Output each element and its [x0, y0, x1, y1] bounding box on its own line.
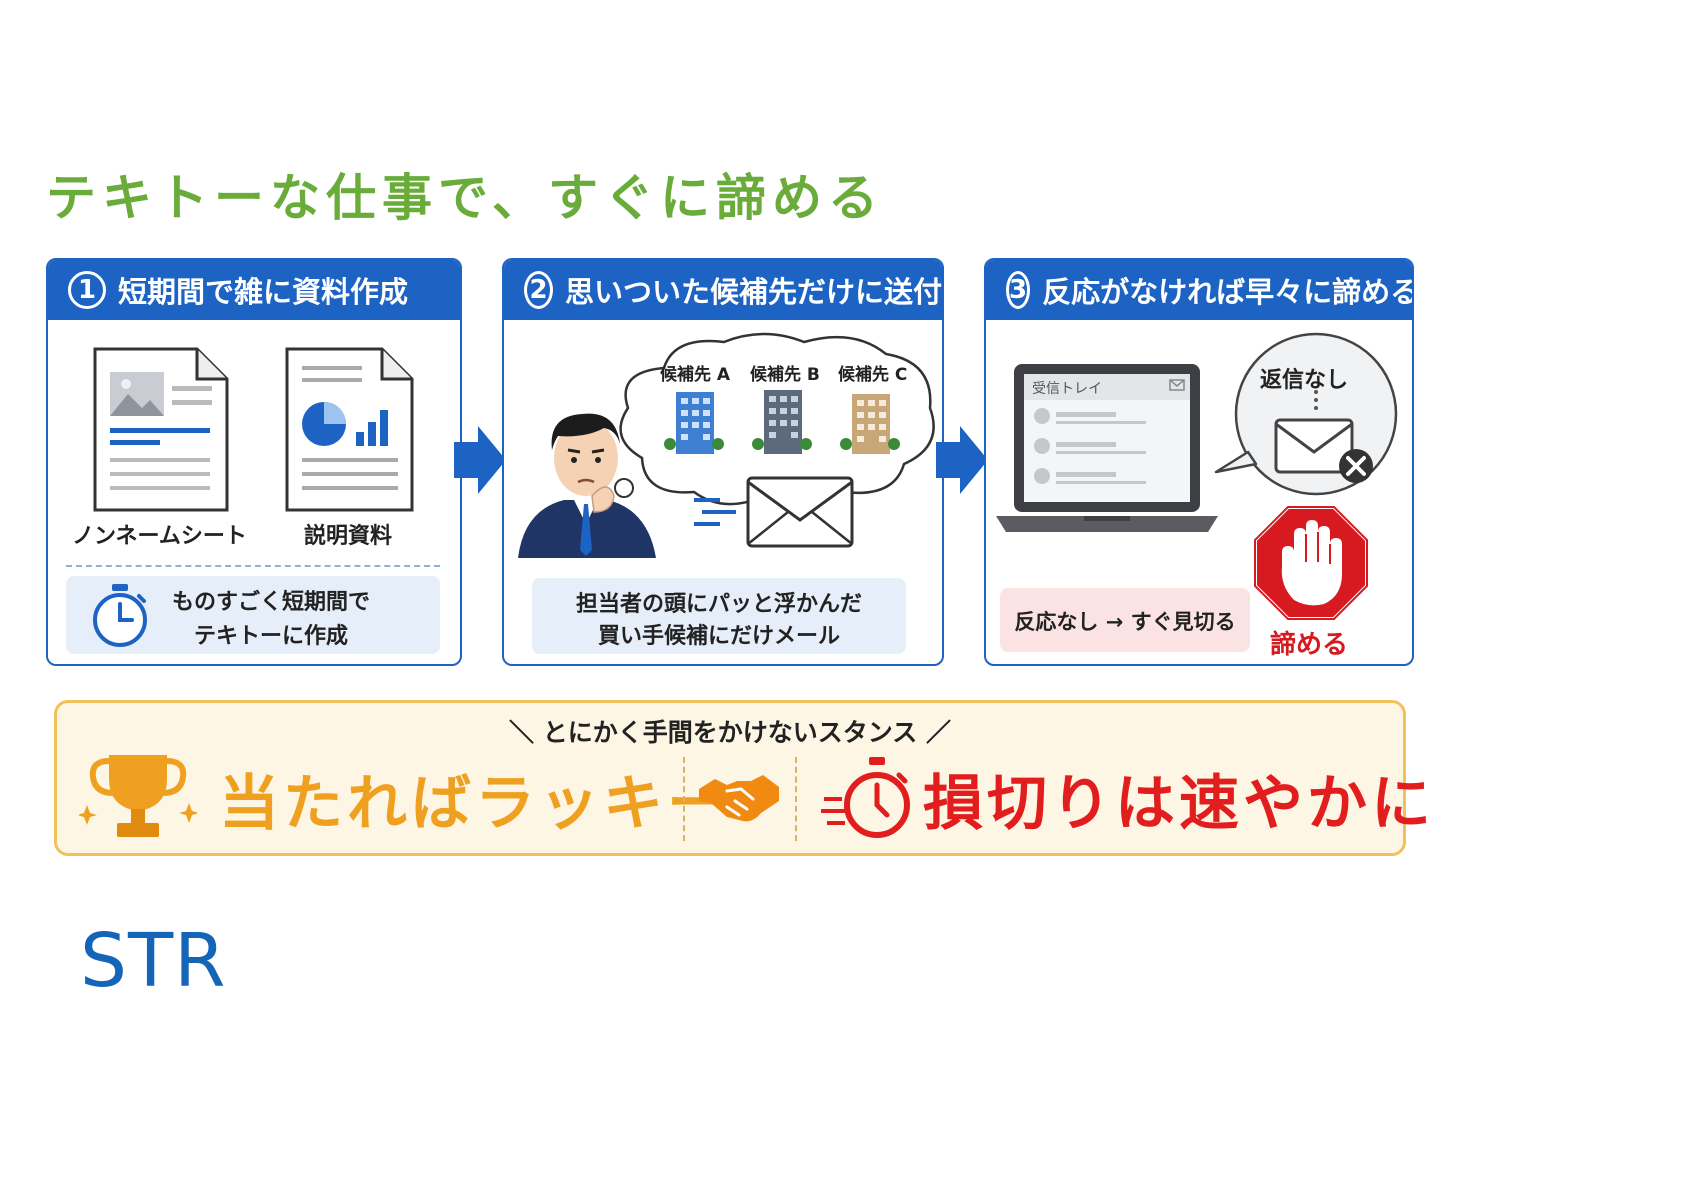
step-1-header: 1 短期間で雑に資料作成: [48, 260, 460, 320]
handshake-icon: [699, 775, 779, 822]
step-3-panel: 3 反応がなければ早々に諦める 受信トレイ 返信なし 諦める 反: [984, 258, 1414, 666]
step-1-note-line2: テキトーに作成: [194, 624, 349, 649]
inbox-label: 受信トレイ: [1032, 381, 1102, 397]
step-2-header: 2 思いついた候補先だけに送付: [504, 260, 942, 320]
trophy-icon: [79, 755, 197, 837]
stopwatch-icon: [93, 584, 147, 647]
step-1-note: ものすごく短期間で テキトーに作成: [66, 576, 440, 654]
explanation-doc-label: 説明資料: [304, 524, 393, 549]
explanation-document-icon: [285, 347, 414, 512]
str-logo: STR: [80, 918, 227, 1004]
step-2-note-line2: 買い手候補にだけメール: [597, 624, 840, 649]
step-1-number: 1: [68, 271, 106, 309]
stance-banner: ＼ とにかく手間をかけないスタンス ／ 当たればラッキー 損切りは速やかに: [54, 700, 1431, 856]
right-divider: [795, 757, 797, 841]
give-up-label: 諦める: [1270, 630, 1349, 660]
step-2-note-line1: 担当者の頭にパッと浮かんだ: [575, 592, 862, 617]
left-divider: [683, 757, 685, 841]
step-1-heading: 短期間で雑に資料作成: [118, 275, 409, 309]
step-2-note: 担当者の頭にパッと浮かんだ 買い手候補にだけメール: [532, 578, 906, 654]
step-3-heading: 反応がなければ早々に諦める: [1042, 275, 1414, 309]
businessman-thinking-icon: [518, 413, 656, 558]
stop-hand-icon: [1253, 505, 1369, 621]
stance-header: ＼ とにかく手間をかけないスタンス ／: [509, 718, 951, 747]
building-b-icon: [752, 390, 812, 454]
step-2-heading: 思いついた候補先だけに送付: [564, 275, 942, 309]
page-title: テキトーな仕事で、すぐに諦める: [46, 169, 884, 227]
no-reply-bubble: [1214, 332, 1398, 496]
building-c-icon: [840, 394, 900, 454]
step-2-number: 2: [524, 271, 553, 309]
step-3-header: 3 反応がなければ早々に諦める: [986, 260, 1412, 320]
arrow-right-icon: [936, 426, 988, 494]
building-a-icon: [664, 392, 724, 454]
step-1-panel: 1 短期間で雑に資料作成 ノンネームシート 説明資料: [46, 258, 462, 666]
step-3-note: 反応なし → すぐ見切る: [1000, 588, 1250, 652]
step-3-number: 3: [1006, 271, 1031, 309]
step-1-note-line1: ものすごく短期間で: [172, 590, 371, 615]
step-2-panel: 2 思いついた候補先だけに送付 候補先 A 候補先 B 候補先 C: [502, 258, 944, 666]
sending-mail-icon: [694, 476, 854, 548]
laptop-icon: [996, 364, 1218, 532]
lucky-text: 当たればラッキー: [219, 769, 731, 839]
nonname-sheet-icon: [93, 347, 229, 512]
cut-loss-text: 損切りは速やかに: [923, 769, 1435, 839]
candidate-a-label: 候補先 A: [660, 365, 731, 385]
nonname-sheet-label: ノンネームシート: [72, 524, 247, 549]
candidate-c-label: 候補先 C: [838, 365, 908, 385]
arrow-right-icon: [454, 426, 506, 494]
fast-stopwatch-icon: [821, 757, 910, 838]
divider: [66, 565, 440, 567]
candidate-b-label: 候補先 B: [750, 365, 820, 385]
no-reply-text: 返信なし: [1260, 368, 1349, 393]
step-3-note-text: 反応なし → すぐ見切る: [1014, 610, 1236, 634]
